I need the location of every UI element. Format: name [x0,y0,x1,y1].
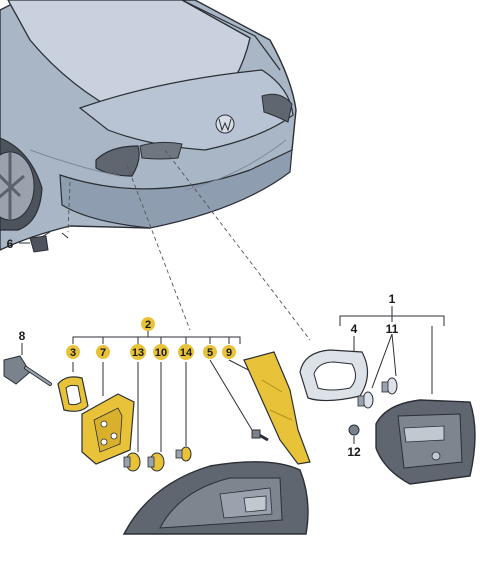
rear-wheel [0,137,43,231]
callout-badge-5: 5 [203,345,217,359]
callout-14: 14 [180,347,193,359]
part-bulbs-11 [357,333,398,409]
callout-3: 3 [70,347,76,359]
callout-4: 4 [351,322,358,336]
part-nut [348,424,360,444]
callout-badge-10: 10 [153,344,169,360]
callout-badge-7: 7 [96,345,110,359]
tail-lamp-outer [122,461,309,535]
callout-13: 13 [132,347,144,359]
leader-dashed-lines [67,149,311,341]
callout-6: 6 [7,237,14,251]
callout-7: 7 [100,347,106,359]
callout-badge-13: 13 [130,344,146,360]
callout-badge-9: 9 [222,345,236,359]
callout-8: 8 [19,329,26,343]
part-clip [19,231,69,253]
callout-12: 12 [347,445,361,459]
part-gasket-large [299,336,369,402]
callout-9: 9 [226,347,232,359]
part-screw [209,359,269,442]
car-rear-illustration [0,0,297,251]
part-bulb-14 [175,362,192,462]
part-bulb-socket-wire [3,343,52,386]
part-gasket-small [57,362,89,412]
callout-badge-14: 14 [178,344,194,360]
callout-2: 2 [145,319,151,331]
callout-badge-3: 3 [66,345,80,359]
callout-10: 10 [155,347,167,359]
part-bulb-10 [147,362,165,472]
callout-badge-2: 2 [141,317,155,331]
vw-logo-icon [215,114,235,134]
callout-1: 1 [389,292,396,306]
callout-11: 11 [386,322,399,336]
tail-lamp-inner [375,326,476,485]
callout-5: 5 [207,347,213,359]
group-bracket-1 [339,306,445,326]
part-bulb-13 [123,362,141,472]
group-bracket-2 [72,330,241,344]
part-seal-strip [228,351,311,465]
part-bulb-carrier [81,362,135,465]
